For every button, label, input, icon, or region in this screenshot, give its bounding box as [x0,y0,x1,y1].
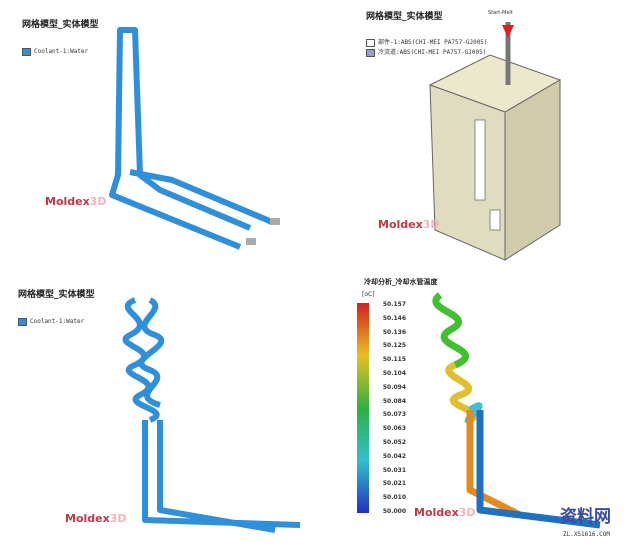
moldex3d-logo: Moldex3D [65,512,127,525]
cooling-channel-temperature [432,292,601,529]
colorbar-tick-label: 50.063 [382,425,406,433]
legend-label: 冷流道:ABS(CHI-MEI PA757-GJ005) [378,49,487,56]
moldex3d-logo: Moldex3D [414,506,476,519]
colorbar-tick-label: 50.073 [382,411,406,419]
colorbar-tick-label: 50.052 [382,439,406,446]
panel2-legend-1: 部件-1:ABS(CHI-MEI PA757-GJ005) [366,39,488,47]
panel4-title: 冷却分析_冷却水管温度 [364,278,438,286]
colorbar-tick-label: 50.010 [382,494,406,502]
cooling-channel-1 [109,27,274,250]
colorbar-tick-label: 50.125 [382,342,406,350]
panel2-legend-2: 冷流道:ABS(CHI-MEI PA757-GJ005) [366,49,486,57]
colorbar-tick-label: 50.042 [382,452,406,460]
colorbar-tick-label: 50.094 [382,383,406,391]
panel3-legend: Coolant-1:Water [18,318,84,326]
colorbar-tick-label: 50.136 [382,328,406,336]
colorbar-tick-label: 50.031 [382,466,406,474]
channel-end-1 [270,218,280,225]
panel1-title: 网格模型_实体模型 [22,20,99,30]
moldex3d-logo: Moldex3D [45,195,107,208]
colorbar-tick-label: 50.104 [382,370,406,377]
colorbar-tick-label: 50.084 [382,397,406,405]
legend-label: Coolant-1:Water [30,318,85,325]
colorbar-tick-label: 50.000 [382,508,406,515]
colorbar-tick-label: 50.157 [382,301,406,308]
panel2-title: 网格模型_实体模型 [366,12,443,22]
legend-label: 部件-1:ABS(CHI-MEI PA757-GJ005) [378,39,488,46]
watermark-brand: 资料网 [560,507,611,527]
moldex3d-logo: Moldex3D [378,218,440,231]
channel-end-2 [246,238,256,245]
legend-label: Coolant-1:Water [34,48,89,55]
cooling-channel-3 [122,297,301,533]
start-melt-label: Start-Melt [488,10,513,16]
watermark-url: ZL.XS1616.COM [563,531,610,538]
molded-part [428,22,562,261]
panel1-legend: Coolant-1:Water [22,48,88,56]
colorbar-tick-label: 50.146 [382,314,406,322]
colorbar-tick-label: 50.021 [382,480,406,488]
colorbar [357,303,369,513]
unit-label: [oC] [362,291,375,298]
panel3-title: 网格模型_实体模型 [18,290,95,300]
colorbar-tick-label: 50.115 [382,356,406,364]
